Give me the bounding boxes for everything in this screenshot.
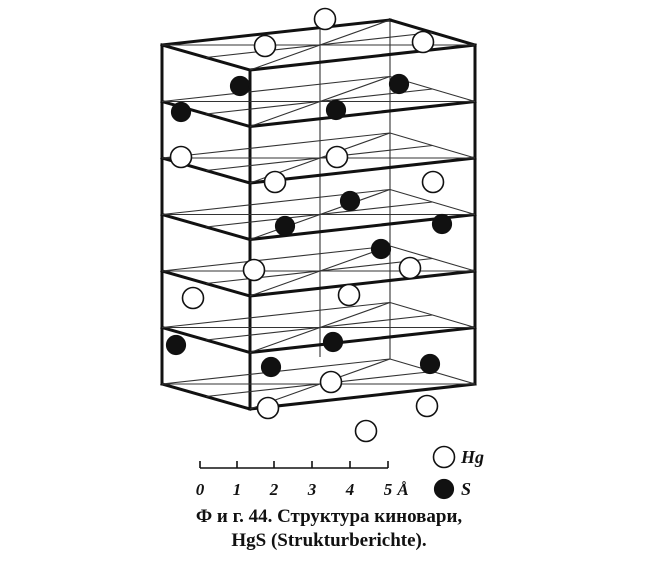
layer-midline — [205, 314, 433, 341]
s-atom — [260, 356, 282, 378]
cinnabar-structure-diagram: 0 1 2 3 4 5 Å Hg S — [160, 7, 484, 500]
legend-s-label: S — [461, 479, 471, 499]
s-atom — [170, 101, 192, 123]
layer-edge-front — [248, 269, 477, 298]
hg-atom — [319, 370, 343, 394]
layer-edge-front — [248, 99, 477, 129]
layer-edge-front — [248, 382, 477, 411]
layer-edge-back — [161, 75, 391, 103]
caption-line-1: Ф и г. 44. Структура киновари, — [195, 506, 463, 527]
scale-tick-label: 3 — [307, 480, 317, 499]
figure-caption: Ф и г. 44. Структура киновари, HgS (Stru… — [0, 505, 658, 553]
s-atom — [322, 331, 344, 353]
layer-edge-front — [248, 156, 477, 185]
legend: Hg S — [432, 445, 484, 500]
s-atom — [419, 353, 441, 375]
scale-tick-label: 4 — [345, 480, 355, 499]
hg-atom — [242, 258, 266, 282]
scale-tick-label: 1 — [233, 480, 242, 499]
hg-atom — [337, 283, 361, 307]
hg-atom — [354, 419, 378, 443]
scale-bar: 0 1 2 3 4 5 Å — [196, 461, 409, 499]
hg-atom — [256, 396, 280, 420]
hg-atom — [263, 170, 287, 194]
layer-midline — [205, 201, 433, 228]
lattice-frame — [160, 18, 477, 411]
s-atom — [370, 238, 392, 260]
layer-edge-front — [248, 325, 477, 355]
s-atom — [431, 213, 453, 235]
scale-unit: Å — [396, 480, 408, 499]
layer-edge-back — [161, 132, 391, 159]
hg-atom — [169, 145, 193, 169]
hg-atom — [325, 145, 349, 169]
scale-tick-label: 0 — [196, 480, 205, 499]
s-atom — [165, 334, 187, 356]
layer-edge-back — [160, 18, 392, 47]
s-atom — [274, 215, 296, 237]
layer-edge-back — [161, 301, 391, 329]
s-atom — [325, 99, 347, 121]
hg-atom — [411, 30, 435, 54]
scale-tick-label: 5 — [384, 480, 393, 499]
layer-midline — [205, 31, 433, 59]
layer-edge-back — [161, 245, 391, 272]
legend-hg-symbol — [432, 445, 456, 469]
hg-atom — [253, 34, 277, 58]
layer-midline — [205, 370, 433, 398]
hg-atom — [313, 7, 337, 31]
layer-midline — [205, 257, 433, 285]
s-atom — [229, 75, 251, 97]
layer-edge-front — [248, 43, 477, 72]
s-atom — [388, 73, 410, 95]
legend-hg-label: Hg — [460, 447, 484, 467]
s-atom — [339, 190, 361, 212]
legend-s-symbol — [433, 478, 455, 500]
hg-atom — [421, 170, 445, 194]
atom-layer — [165, 7, 453, 443]
hg-atom — [398, 256, 422, 280]
layer-midline — [205, 144, 433, 172]
hg-atom — [181, 286, 205, 310]
scale-tick-label: 2 — [269, 480, 279, 499]
caption-line-2: HgS (Strukturberichte). — [231, 530, 427, 551]
layer-midline — [205, 88, 433, 115]
hg-atom — [415, 394, 439, 418]
